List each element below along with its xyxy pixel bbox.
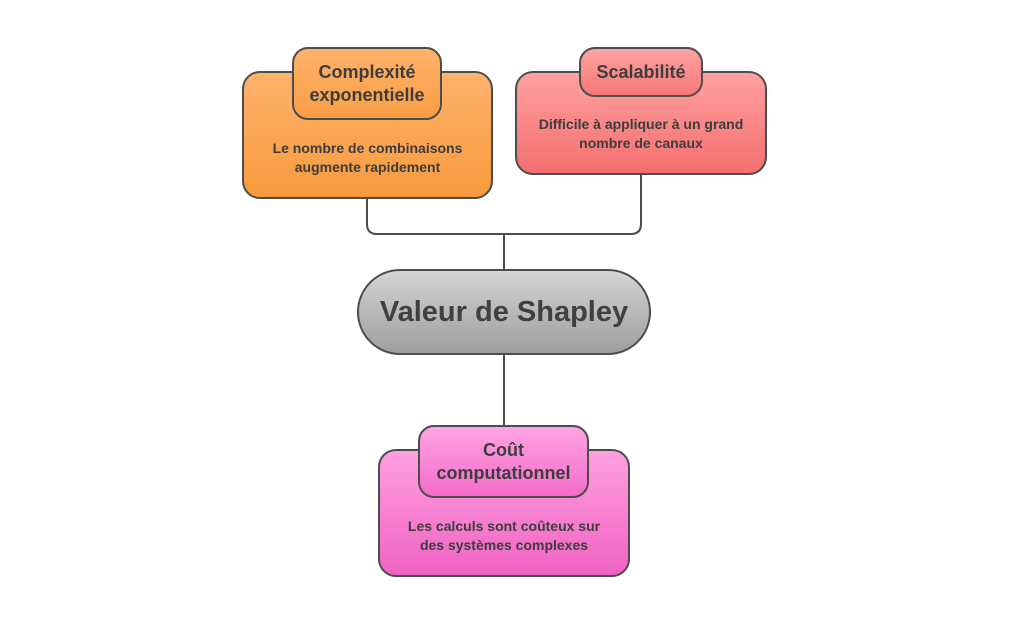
connector-complexity	[366, 199, 504, 235]
card-cost-description: Les calculs sont coûteux sur des système…	[407, 518, 601, 553]
connector-scalability	[504, 175, 642, 235]
card-complexity-description: Le nombre de combinaisons augmente rapid…	[272, 140, 463, 175]
central-node: Valeur de Shapley	[357, 269, 651, 355]
card-cost-title: Coût computationnel	[418, 425, 589, 498]
card-scalability-title: Scalabilité	[579, 47, 703, 97]
card-scalability-description: Difficile à appliquer à un grand nombre …	[538, 116, 744, 151]
card-complexity-title: Complexité exponentielle	[292, 47, 442, 120]
